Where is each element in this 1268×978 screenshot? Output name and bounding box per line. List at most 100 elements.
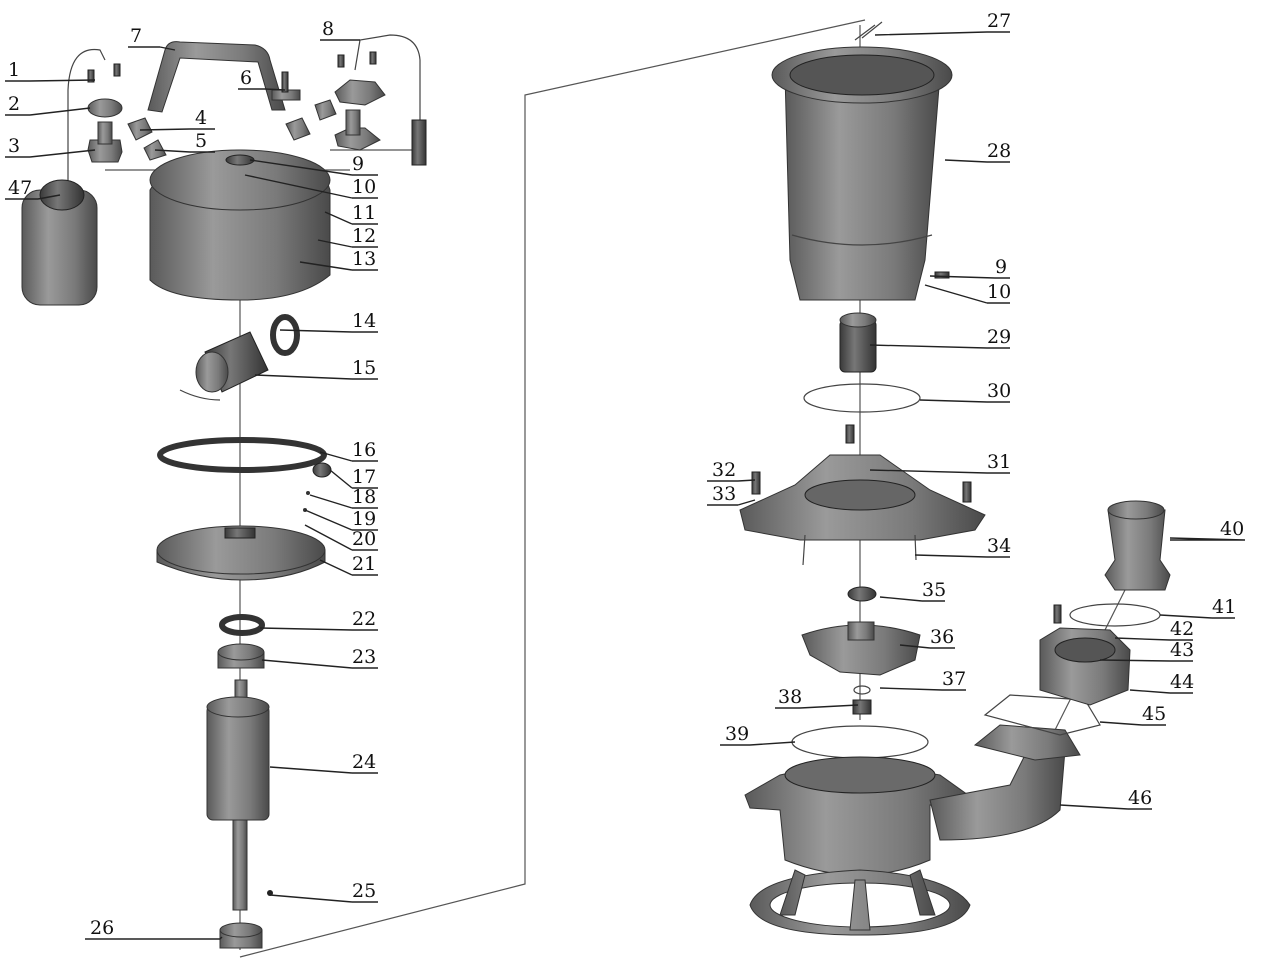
leader-line (244, 174, 378, 199)
callout-25: 25 (269, 880, 378, 903)
callout-8: 8 (320, 18, 360, 41)
callout-number: 33 (712, 483, 736, 505)
callout-17: 17 (329, 466, 378, 489)
leader-line (304, 509, 378, 531)
callout-7: 7 (128, 25, 176, 51)
leader-line (249, 159, 378, 176)
leader-line (269, 766, 378, 774)
callout-36: 36 (899, 626, 955, 649)
leader-line (238, 88, 286, 91)
callout-number: 47 (8, 177, 32, 199)
callout-39: 39 (720, 723, 796, 746)
oring-41 (1069, 603, 1161, 627)
callout-20: 20 (304, 524, 378, 551)
leader-line (879, 596, 945, 602)
leader-line (1099, 659, 1193, 662)
leader-line (919, 399, 1010, 403)
bearing-23 (217, 643, 265, 669)
callout-number: 11 (352, 202, 376, 224)
seal-29 (839, 312, 877, 373)
callout-43: 43 (1099, 639, 1194, 662)
rotor (206, 679, 273, 911)
leader-line (259, 627, 378, 631)
leader-line (1129, 689, 1193, 694)
callout-number: 29 (987, 326, 1011, 348)
callout-number: 12 (352, 225, 376, 247)
callout-number: 18 (352, 486, 376, 508)
bearing-plate (156, 525, 326, 581)
leader-line (707, 479, 756, 482)
handle (147, 41, 301, 113)
callout-2: 2 (5, 93, 91, 116)
callout-number: 39 (725, 723, 749, 745)
callout-35: 35 (879, 579, 946, 602)
gasket-16 (157, 437, 327, 473)
callout-number: 15 (352, 357, 376, 379)
callout-10: 10 (244, 174, 378, 199)
outlet-flange (1039, 604, 1131, 706)
callout-number: 30 (987, 380, 1011, 402)
callout-number: 1 (8, 59, 20, 81)
callout-12: 12 (317, 225, 378, 248)
leader-line (1099, 721, 1166, 726)
leader-line (85, 936, 223, 940)
callout-number: 14 (352, 310, 376, 332)
callout-number: 23 (352, 646, 376, 668)
callout-16: 16 (319, 439, 378, 462)
callout-31: 31 (869, 451, 1011, 474)
callout-number: 21 (352, 553, 376, 575)
callout-4: 4 (139, 107, 215, 131)
callout-9: 9 (929, 256, 1010, 279)
callout-30: 30 (919, 380, 1011, 403)
cable-27 (854, 21, 883, 41)
leader-line (707, 499, 756, 506)
leader-line (869, 344, 1010, 349)
callout-number: 36 (930, 626, 954, 648)
washer-nut (852, 685, 872, 715)
callout-21: 21 (319, 553, 378, 576)
leader-line (139, 128, 215, 131)
leader-line (5, 107, 91, 116)
callout-26: 26 (85, 917, 223, 940)
leader-line (1059, 804, 1152, 810)
leader-line (269, 894, 378, 903)
callout-number: 17 (352, 466, 376, 488)
float-switch (21, 48, 106, 306)
callout-number: 5 (195, 130, 207, 152)
leader-line (899, 644, 955, 649)
bearing-26 (219, 922, 263, 949)
callout-number: 43 (1170, 639, 1194, 661)
callout-number: 46 (1128, 787, 1152, 809)
leader-line (924, 284, 1010, 304)
leader-line (5, 79, 96, 82)
pump-body (744, 724, 1081, 936)
callout-number: 38 (778, 686, 802, 708)
callout-38: 38 (775, 686, 859, 709)
callout-number: 19 (352, 508, 376, 530)
callout-number: 25 (352, 880, 376, 902)
callout-10: 10 (924, 281, 1011, 304)
leader-line (944, 159, 1010, 163)
callout-37: 37 (879, 668, 966, 691)
callout-1: 1 (5, 59, 96, 82)
callout-number: 26 (90, 917, 114, 939)
cable-gland-right (334, 34, 427, 166)
callout-number: 37 (942, 668, 966, 690)
leader-line (1159, 614, 1235, 619)
leader-line (319, 451, 378, 462)
oring-39 (791, 725, 929, 759)
cable-gland-left (87, 63, 123, 163)
callout-22: 22 (259, 608, 378, 631)
hose-connector (1104, 500, 1171, 591)
callout-number: 3 (8, 135, 20, 157)
callout-18: 18 (309, 486, 378, 509)
callout-number: 16 (352, 439, 376, 461)
callout-42: 42 (1114, 618, 1194, 641)
callout-number: 7 (130, 25, 142, 47)
callout-15: 15 (254, 357, 378, 380)
oring-22 (219, 614, 265, 636)
callout-number: 32 (712, 459, 736, 481)
leader-line (1169, 537, 1246, 541)
